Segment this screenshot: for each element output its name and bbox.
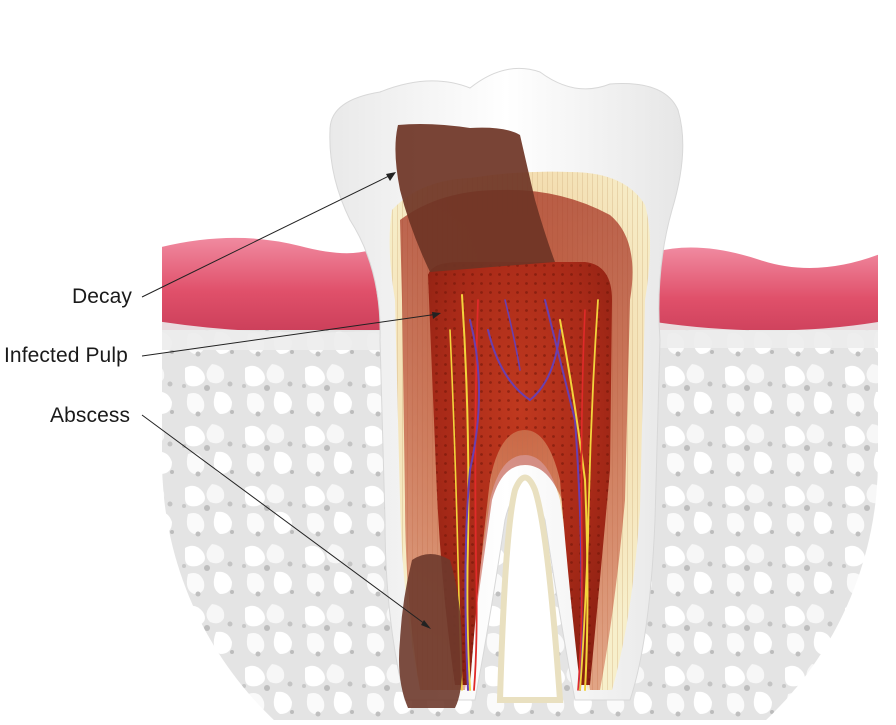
abscess-lesion	[399, 554, 463, 708]
leader-infected-pulp	[141, 313, 439, 357]
leader-arrowheads	[386, 172, 441, 629]
decay-lesion	[395, 124, 555, 272]
gum-right	[655, 247, 878, 350]
label-infected-pulp: Infected Pulp	[4, 344, 128, 367]
leader-decay	[141, 173, 394, 298]
label-decay: Decay	[72, 285, 133, 308]
leader-lines	[141, 173, 439, 628]
nerves-and-vessels	[449, 294, 599, 691]
root-furcation	[496, 474, 564, 703]
label-abscess: Abscess	[50, 404, 131, 427]
leader-abscess	[141, 414, 430, 628]
